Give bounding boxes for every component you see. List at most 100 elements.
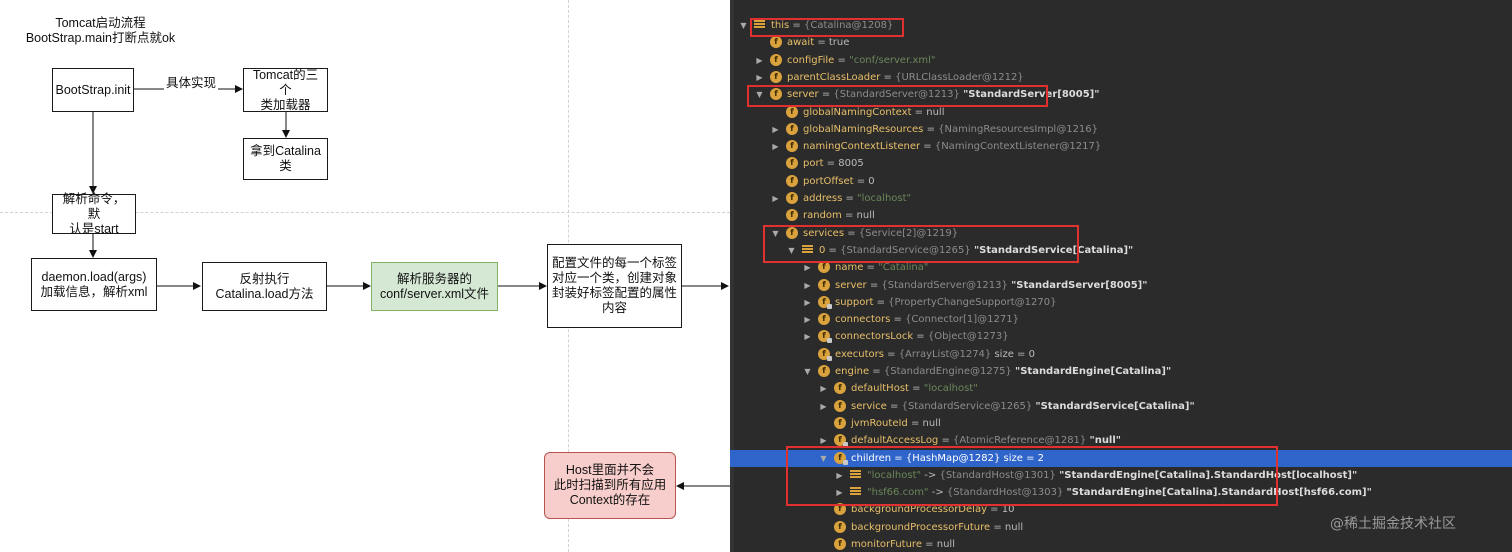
variable-text: random = null — [803, 210, 875, 222]
variable-reference: {StandardServer@1213} — [833, 89, 960, 101]
expand-arrow-icon[interactable]: ▶ — [820, 436, 827, 446]
variable-text: support = {PropertyChangeSupport@1270} — [835, 296, 1057, 308]
expand-arrow-icon[interactable]: ▶ — [804, 263, 811, 273]
variable-row[interactable]: ▶ "hsf66.com" -> {StandardHost@1303} "Sta… — [730, 484, 1512, 501]
variable-text: connectorsLock = {Object@1273} — [835, 331, 1009, 343]
node-line: Tomcat的三个 — [252, 67, 319, 97]
expand-arrow-icon[interactable]: ▶ — [804, 297, 811, 307]
variable-value: true — [828, 37, 850, 49]
map-arrow: -> — [931, 487, 944, 499]
expand-arrow-icon[interactable]: ▶ — [836, 470, 843, 480]
variable-text: "hsf66.com" -> {StandardHost@1303} "Stan… — [867, 486, 1372, 499]
node-line: Catalina.load方法 — [215, 286, 314, 301]
variable-text: server = {StandardServer@1213} "Standard… — [787, 89, 1100, 101]
collapse-arrow-icon[interactable]: ▼ — [788, 245, 795, 255]
collapse-arrow-icon[interactable]: ▼ — [740, 21, 747, 30]
diagram-title-line: BootStrap.main打断点就ok — [25, 31, 176, 45]
array-entry-icon — [850, 469, 861, 480]
field-icon: f — [818, 261, 830, 274]
variable-row[interactable]: ▼ 0 = {StandardService@1265} "StandardSer… — [730, 242, 1512, 259]
field-icon: f — [834, 416, 846, 429]
collapse-arrow-icon[interactable]: ▼ — [772, 228, 779, 238]
variable-value: 0 — [868, 175, 875, 187]
expand-arrow-icon[interactable]: ▶ — [772, 124, 779, 134]
node-line: daemon.load(args) — [41, 269, 147, 284]
private-field-icon: f — [834, 451, 848, 465]
highlight-children — [786, 446, 1278, 506]
variable-name: support — [835, 296, 874, 308]
guide-line-horizontal — [0, 212, 730, 213]
expand-arrow-icon[interactable]: ▶ — [804, 332, 811, 342]
variable-row[interactable]: ▶"localhost" -> {StandardHost@1301} "Sta… — [730, 467, 1512, 484]
expand-arrow-icon[interactable]: ▶ — [772, 194, 779, 203]
expand-arrow-icon[interactable]: ▶ — [820, 384, 827, 394]
variable-name: services — [803, 227, 845, 239]
expand-arrow-icon[interactable]: ▶ — [820, 401, 827, 411]
variable-string: "conf/server.xml" — [849, 54, 936, 66]
field-icon: f — [834, 538, 846, 550]
node-line: 解析服务器的 — [396, 271, 472, 286]
flowchart-panel: Tomcat启动流程 BootStrap.main打断点就ok 具体实现 Boo… — [0, 0, 730, 552]
variable-tostring: "StandardEngine[Catalina].StandardHost[l… — [1059, 469, 1358, 481]
variable-text: defaultHost = "localhost" — [851, 383, 978, 395]
private-field-icon: f — [818, 347, 832, 361]
node-line: 认是start — [69, 221, 119, 236]
expand-arrow-icon[interactable]: ▶ — [756, 55, 763, 65]
variable-name: children — [851, 452, 892, 464]
expand-arrow-icon[interactable]: ▶ — [772, 142, 779, 152]
variable-reference: {ArrayList@1274} — [898, 348, 992, 360]
variable-name: defaultAccessLog — [851, 435, 939, 447]
variable-name: 0 — [819, 244, 826, 256]
variable-reference: {Object@1273} — [927, 331, 1009, 343]
variable-text: 0 = {StandardService@1265} "StandardServ… — [819, 244, 1134, 256]
variable-value: null — [926, 106, 945, 118]
variable-text: globalNamingContext = null — [803, 106, 945, 118]
variable-name: service — [851, 400, 887, 412]
collapse-arrow-icon[interactable]: ▼ — [820, 453, 827, 463]
variable-row[interactable]: ▼this = {Catalina@1208} — [730, 17, 1512, 34]
variable-reference: {StandardServer@1213} — [881, 279, 1008, 291]
variable-name: port — [803, 158, 824, 170]
expand-arrow-icon[interactable]: ▶ — [804, 280, 811, 290]
variable-text: defaultAccessLog = {AtomicReference@1281… — [851, 435, 1121, 447]
highlight-server — [747, 85, 1048, 107]
variable-name: monitorFuture — [851, 539, 922, 550]
expand-arrow-icon[interactable]: ▶ — [756, 72, 763, 82]
field-icon: f — [818, 278, 830, 291]
variable-text: globalNamingResources = {NamingResources… — [803, 123, 1099, 135]
variable-string: "Catalina" — [878, 262, 929, 274]
expand-arrow-icon[interactable]: ▶ — [804, 315, 811, 325]
collapse-arrow-icon[interactable]: ▼ — [804, 367, 811, 376]
variable-reference: {Connector[1]@1271} — [905, 314, 1019, 326]
collapse-arrow-icon[interactable]: ▼ — [756, 90, 763, 100]
expand-arrow-icon[interactable]: ▶ — [836, 488, 843, 498]
